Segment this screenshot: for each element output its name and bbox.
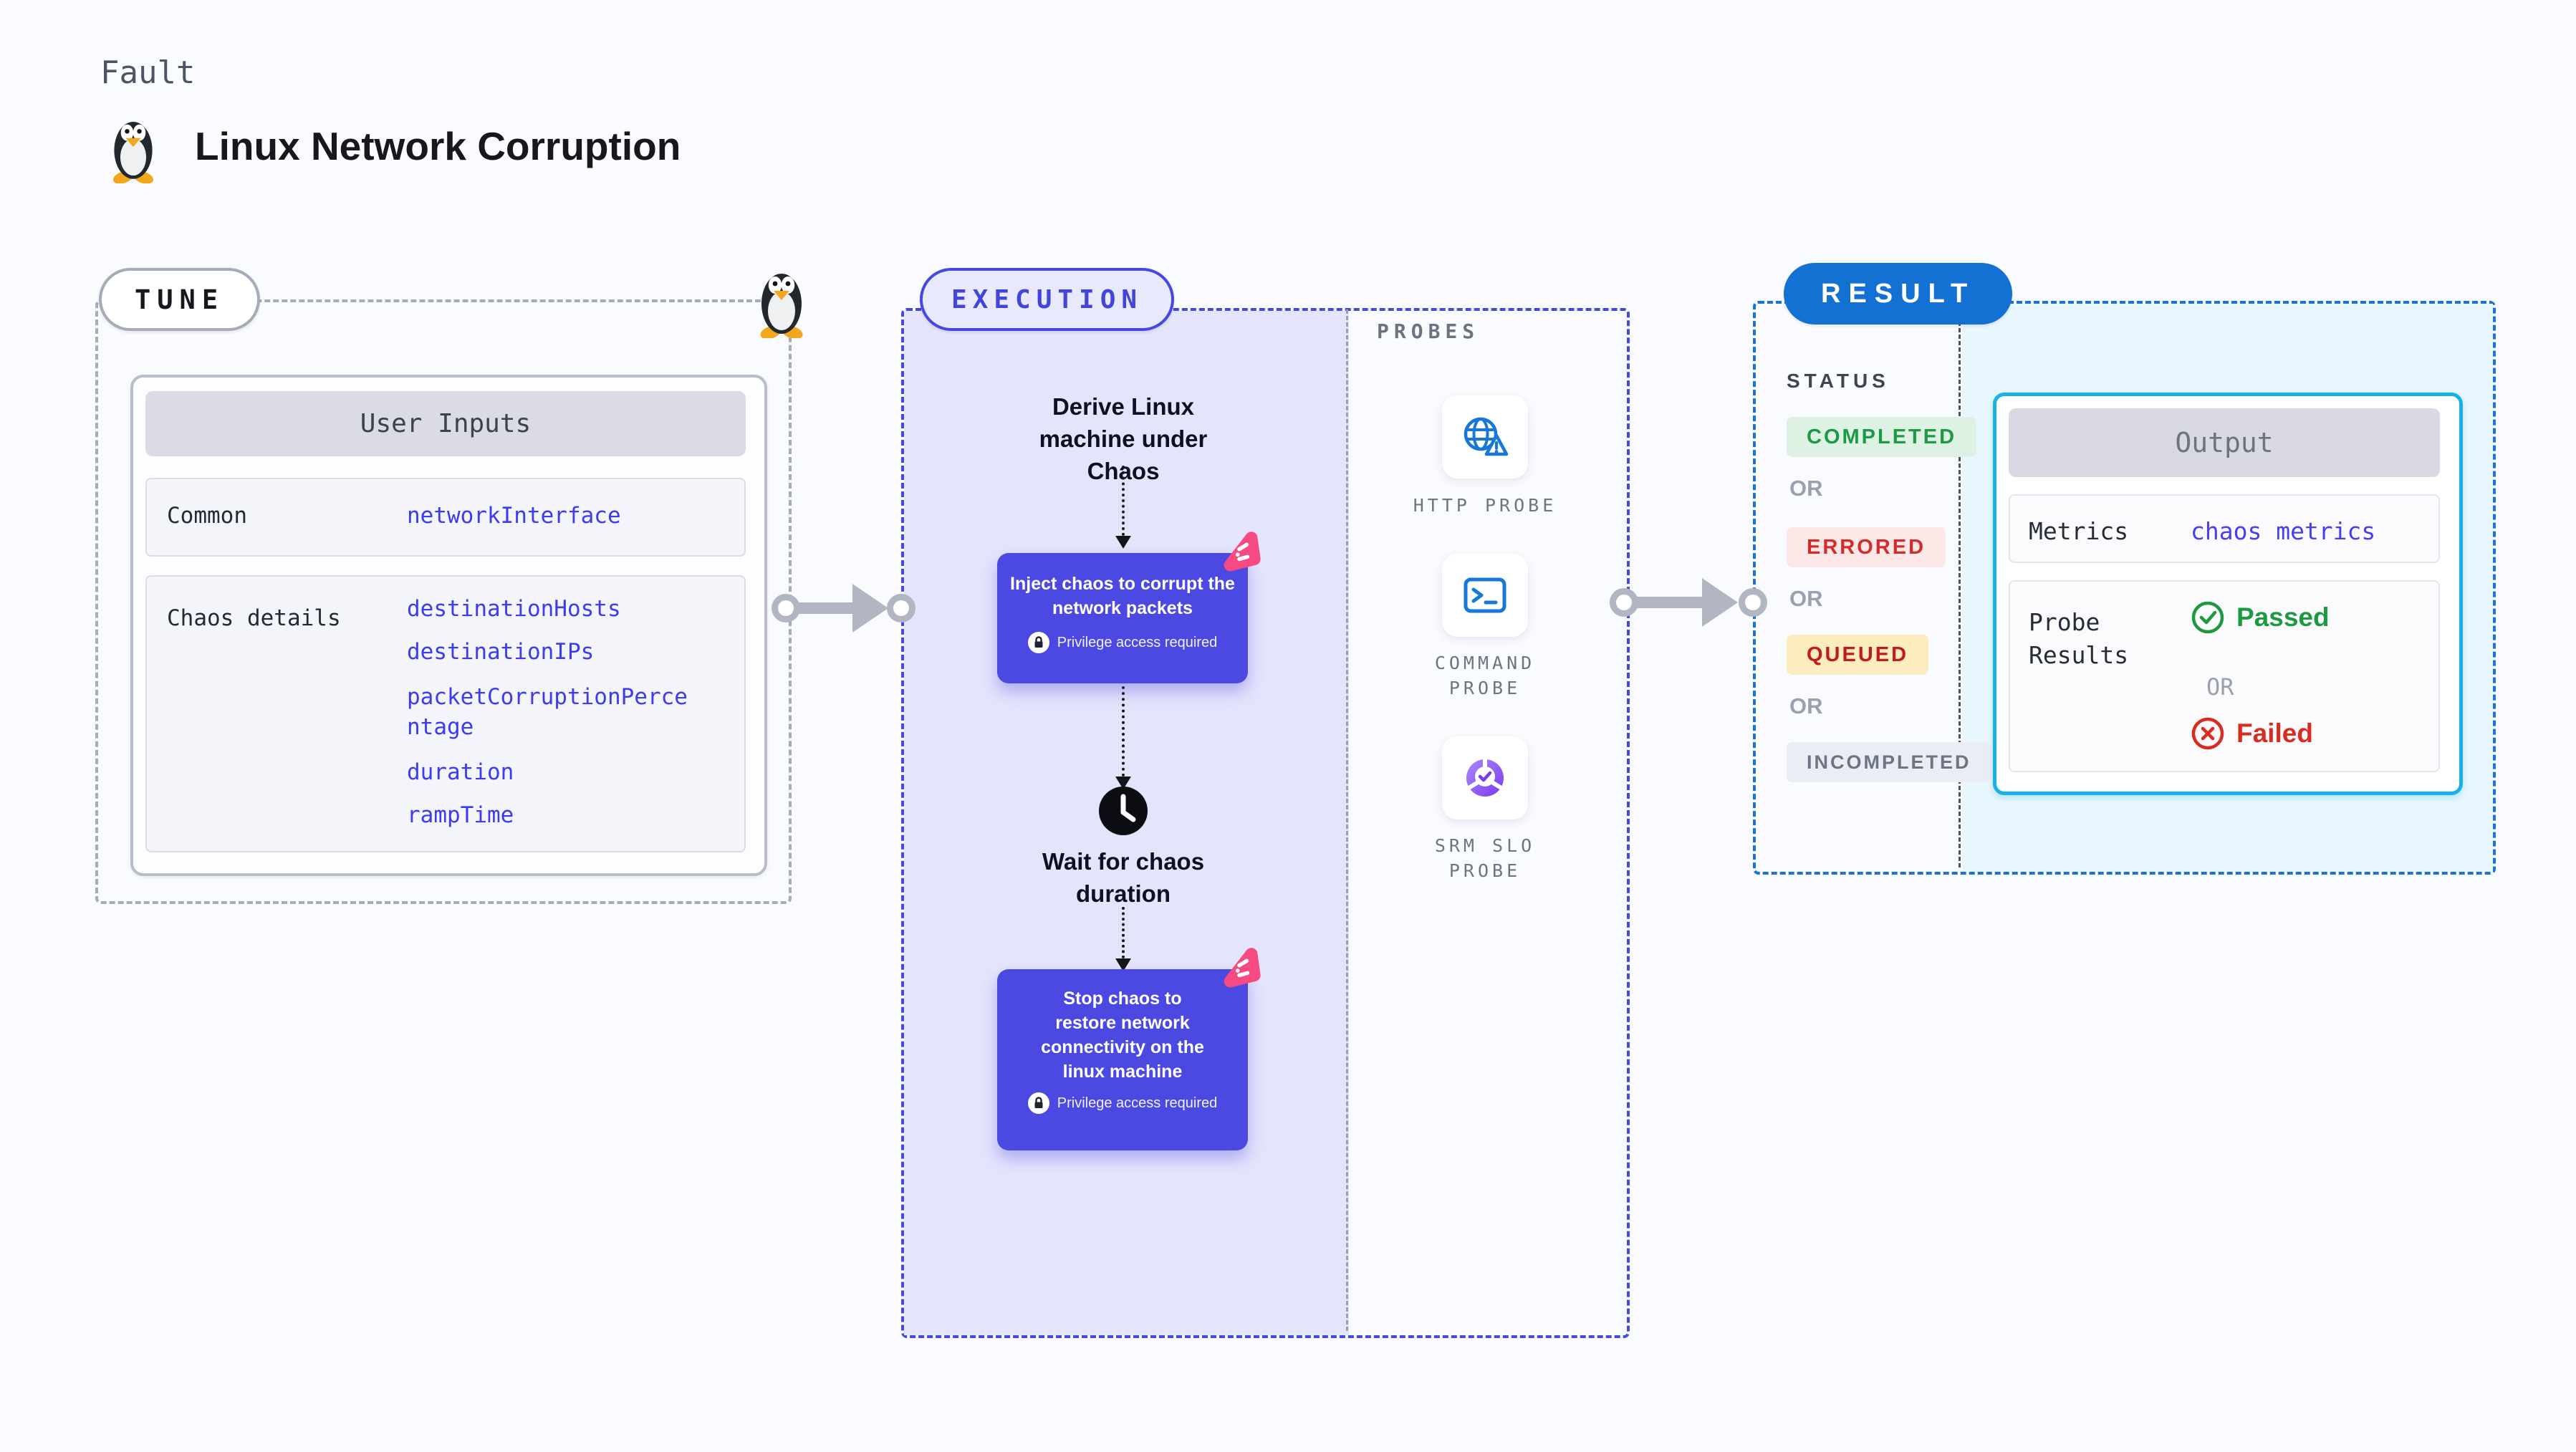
probes-label: PROBES <box>1377 319 1480 343</box>
tux-penguin-corner-icon <box>760 274 803 338</box>
check-circle-icon <box>2191 601 2224 634</box>
privilege-label: Privilege access required <box>1057 634 1218 650</box>
user-inputs-row-chaos-details <box>145 575 746 852</box>
command-probe-card <box>1442 554 1528 637</box>
chaos-value: destinationIPs <box>407 639 595 665</box>
step-wait-text: Wait for chaos duration <box>1042 848 1205 907</box>
probe-results-label: Probe Results <box>2029 608 2129 669</box>
execution-probes-divider <box>1346 309 1348 1331</box>
or-separator: OR <box>1789 693 1823 718</box>
or-separator: OR <box>2206 673 2234 701</box>
tux-penguin-icon <box>112 122 154 183</box>
result-status-divider <box>1959 302 1961 867</box>
connector-dot <box>887 594 915 622</box>
chaos-badge-icon <box>1224 532 1261 572</box>
chaos-value: rampTime <box>407 802 514 828</box>
lock-icon <box>1027 632 1049 653</box>
inject-chaos-node: Inject chaos to corrupt the network pack… <box>997 553 1248 683</box>
status-badge-errored: ERRORED <box>1787 527 1946 567</box>
privilege-row: Privilege access required <box>997 1092 1248 1114</box>
result-pill: RESULT <box>1784 263 2013 324</box>
flow-connector <box>1122 907 1125 958</box>
lock-icon <box>1027 1092 1049 1114</box>
status-badge-completed: COMPLETED <box>1787 417 1977 457</box>
command-probe-label: COMMAND PROBE <box>1434 653 1536 698</box>
step-derive-text: Derive Linux machine under Chaos <box>1039 393 1208 484</box>
terminal-icon <box>1464 577 1506 613</box>
chaos-value: duration <box>407 759 514 785</box>
http-probe-label: HTTP PROBE <box>1413 495 1557 516</box>
user-inputs-row-common <box>145 478 746 557</box>
row-common-value: networkInterface <box>407 503 621 529</box>
chaos-value: destinationHosts <box>407 596 621 622</box>
srm-slo-probe-card <box>1442 736 1528 819</box>
metrics-value: chaos metrics <box>2191 517 2376 545</box>
x-circle-icon <box>2191 717 2224 750</box>
status-label: STATUS <box>1787 370 1890 392</box>
globe-warning-icon <box>1464 417 1509 456</box>
probe-result-passed: Passed <box>2191 600 2330 635</box>
stop-chaos-text: Stop chaos to restore network connectivi… <box>1041 989 1204 1082</box>
privilege-label: Privilege access required <box>1057 1095 1218 1111</box>
arrow-line <box>1635 597 1707 608</box>
clock-icon <box>1099 787 1148 835</box>
row-chaos-details-values: destinationHosts destinationIPs packetCo… <box>407 596 693 828</box>
srm-slo-probe-label: SRM SLO PROBE <box>1434 835 1536 881</box>
probe-result-failed: Failed <box>2191 716 2313 751</box>
status-badge-queued: QUEUED <box>1787 635 1929 675</box>
fault-kicker: Fault <box>100 54 196 91</box>
row-common-label: Common <box>167 503 247 529</box>
status-badge-incompleted: INCOMPLETED <box>1787 742 1991 782</box>
arrow-head <box>1702 578 1738 627</box>
connector-dot <box>1739 588 1767 617</box>
probe-results-row <box>2009 580 2440 772</box>
row-chaos-details-label: Chaos details <box>167 605 341 631</box>
arrow-line <box>797 602 857 614</box>
privilege-row: Privilege access required <box>997 632 1248 653</box>
execution-pill: EXECUTION <box>920 268 1175 331</box>
slo-donut-check-icon <box>1465 756 1505 797</box>
metrics-label: Metrics <box>2029 517 2129 545</box>
connector-dot <box>1610 588 1638 617</box>
inject-chaos-text: Inject chaos to corrupt the network pack… <box>1010 574 1235 618</box>
metrics-row <box>2009 494 2440 563</box>
flow-arrowhead <box>1115 536 1131 549</box>
flow-connector <box>1122 466 1125 536</box>
failed-label: Failed <box>2236 718 2313 748</box>
output-header: Output <box>2009 408 2440 477</box>
stop-chaos-node: Stop chaos to restore network connectivi… <box>997 969 1248 1150</box>
or-separator: OR <box>1789 586 1823 611</box>
chaos-value: packetCorruptionPercentage <box>407 684 688 740</box>
user-inputs-header: User Inputs <box>145 391 746 456</box>
passed-label: Passed <box>2236 602 2330 632</box>
connector-dot <box>772 594 800 622</box>
arrow-head <box>852 584 888 633</box>
page-title: Linux Network Corruption <box>195 124 681 168</box>
flow-arrowhead <box>1115 777 1131 789</box>
tune-pill: TUNE <box>99 268 261 331</box>
or-separator: OR <box>1789 476 1823 501</box>
flow-arrowhead <box>1115 958 1131 971</box>
flow-connector <box>1122 686 1125 777</box>
chaos-badge-icon <box>1224 948 1261 988</box>
http-probe-card <box>1442 395 1528 479</box>
